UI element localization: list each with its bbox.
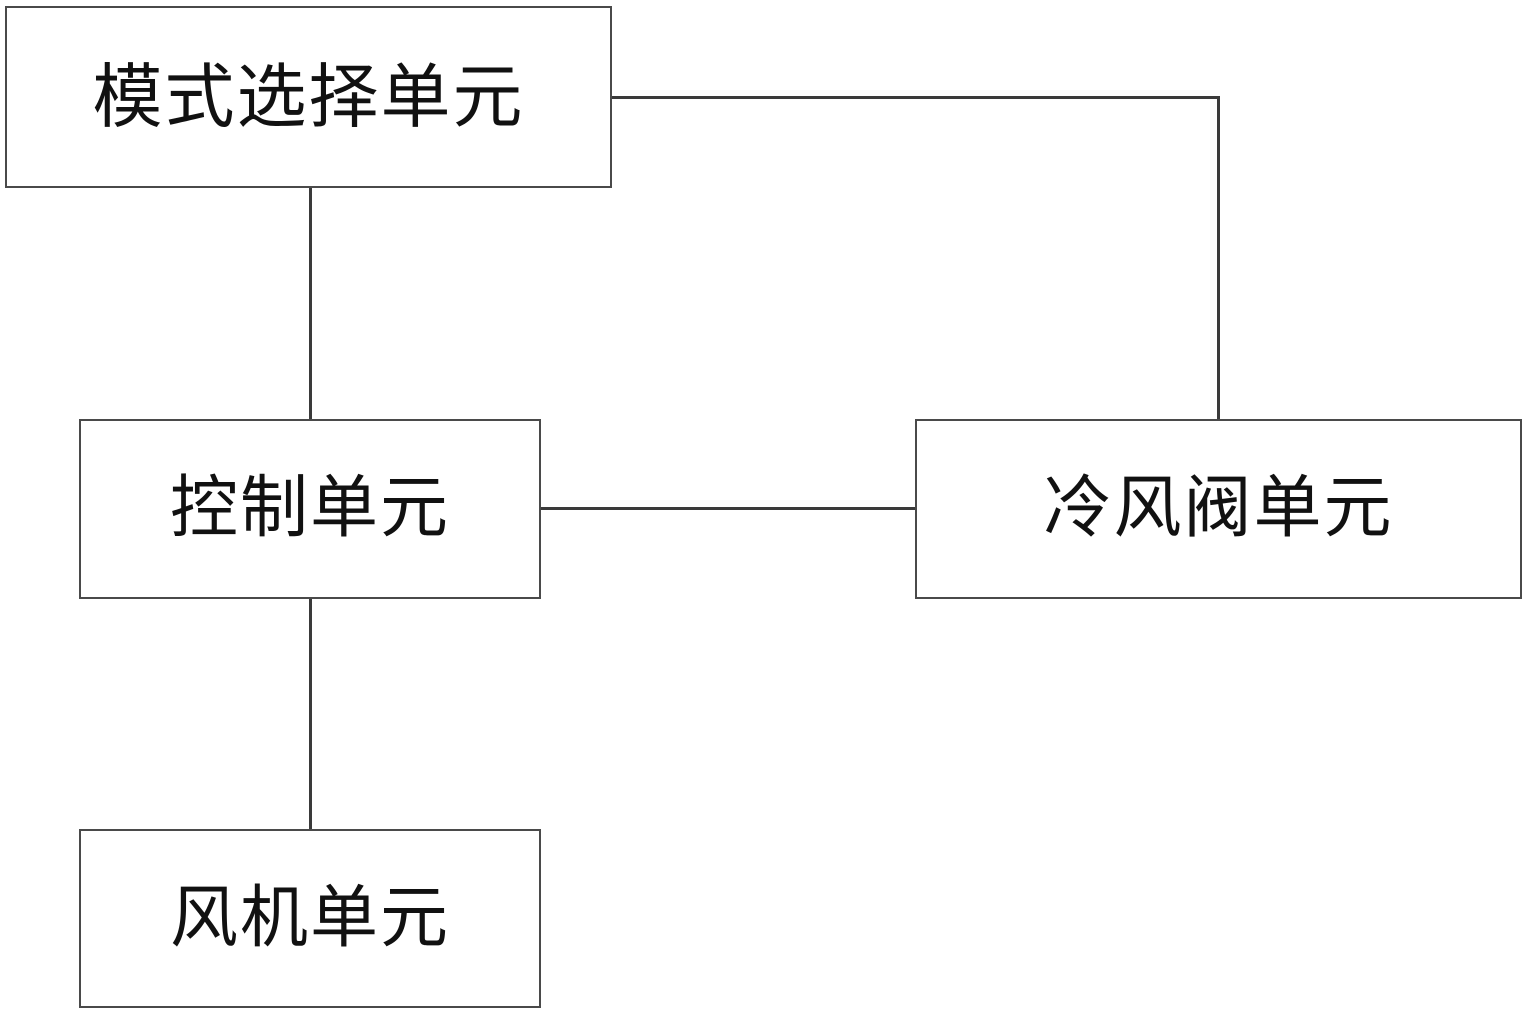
block-label-fan-unit: 风机单元 — [169, 878, 450, 958]
connector-control-to-cold-air-valve — [539, 507, 917, 510]
block-label-cold-air-valve-unit: 冷风阀单元 — [1043, 469, 1394, 548]
connector-mode-selection-to-control — [309, 186, 312, 421]
block-label-mode-selection-unit: 模式选择单元 — [92, 56, 525, 138]
block-label-control-unit: 控制单元 — [169, 469, 450, 548]
connector-mode-selection-to-cold-air-valve-horizontal — [610, 96, 1220, 99]
block-control-unit[interactable]: 控制单元 — [79, 419, 541, 599]
connector-mode-selection-to-cold-air-valve-vertical — [1217, 96, 1220, 421]
block-fan-unit[interactable]: 风机单元 — [79, 829, 541, 1008]
connector-control-to-fan — [309, 597, 312, 831]
block-cold-air-valve-unit[interactable]: 冷风阀单元 — [915, 419, 1522, 599]
block-mode-selection-unit[interactable]: 模式选择单元 — [5, 6, 612, 188]
